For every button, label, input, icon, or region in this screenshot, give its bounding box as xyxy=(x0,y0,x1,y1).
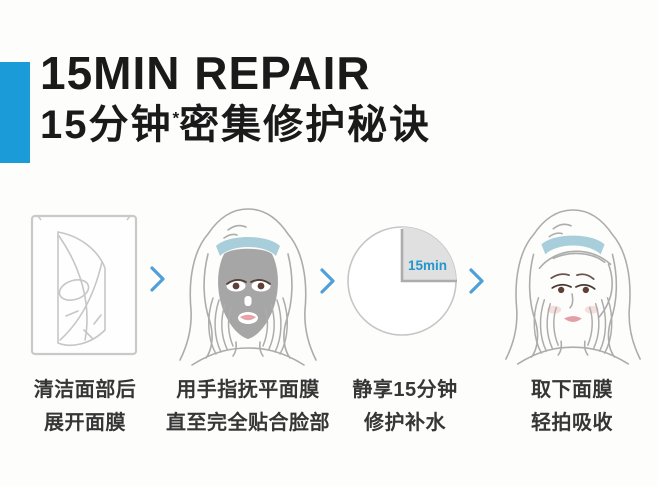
step-caption-line2: 直至完全贴合脸部 xyxy=(166,412,330,434)
chevron-right-icon xyxy=(320,268,337,299)
chevron-right-icon xyxy=(150,266,167,297)
step-caption-line1: 清洁面部后 xyxy=(33,379,137,401)
step-caption-line2: 修护补水 xyxy=(364,412,446,434)
step-3-caption: 静享15分钟 修护补水 xyxy=(330,374,480,440)
step-caption-line1: 用手指抚平面膜 xyxy=(176,379,320,401)
step-4-caption: 取下面膜 轻拍吸收 xyxy=(497,374,647,440)
timer-illustration: 15min xyxy=(344,221,462,339)
step-caption-line1: 取下面膜 xyxy=(531,379,613,401)
mask-package-illustration xyxy=(28,210,140,358)
title-zh-suffix: 密集修护秘诀 xyxy=(179,102,432,147)
title-zh-prefix: 15分钟 xyxy=(40,102,173,147)
title-zh: 15分钟*密集修护秘诀 xyxy=(40,101,640,149)
step-2-caption: 用手指抚平面膜 直至完全贴合脸部 xyxy=(158,374,338,440)
masked-face-illustration xyxy=(172,202,324,366)
chevron-right-icon xyxy=(469,268,486,299)
title-en: 15MIN REPAIR xyxy=(40,47,371,99)
step-1-caption: 清洁面部后 展开面膜 xyxy=(10,374,160,440)
step-caption-line1: 静享15分钟 xyxy=(352,379,458,401)
step-caption-line2: 展开面膜 xyxy=(44,412,126,434)
header: 15MIN REPAIR 15分钟*密集修护秘诀 xyxy=(40,48,640,149)
timer-label: 15min xyxy=(408,258,447,273)
step-caption-line2: 轻拍吸收 xyxy=(531,412,613,434)
clean-face-illustration xyxy=(498,202,648,366)
asterisk-superscript: * xyxy=(172,108,180,128)
accent-bar xyxy=(0,62,30,163)
